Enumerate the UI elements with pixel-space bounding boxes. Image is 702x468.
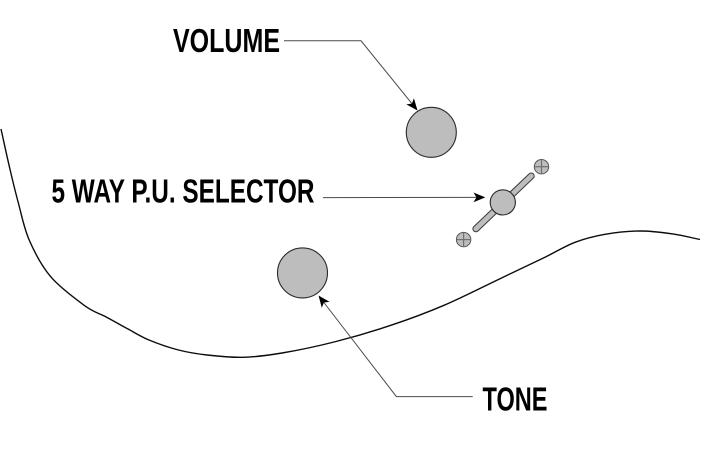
svg-text:5 WAY P.U. SELECTOR: 5 WAY P.U. SELECTOR	[52, 173, 315, 210]
svg-text:TONE: TONE	[483, 380, 548, 417]
svg-text:VOLUME: VOLUME	[173, 22, 280, 59]
